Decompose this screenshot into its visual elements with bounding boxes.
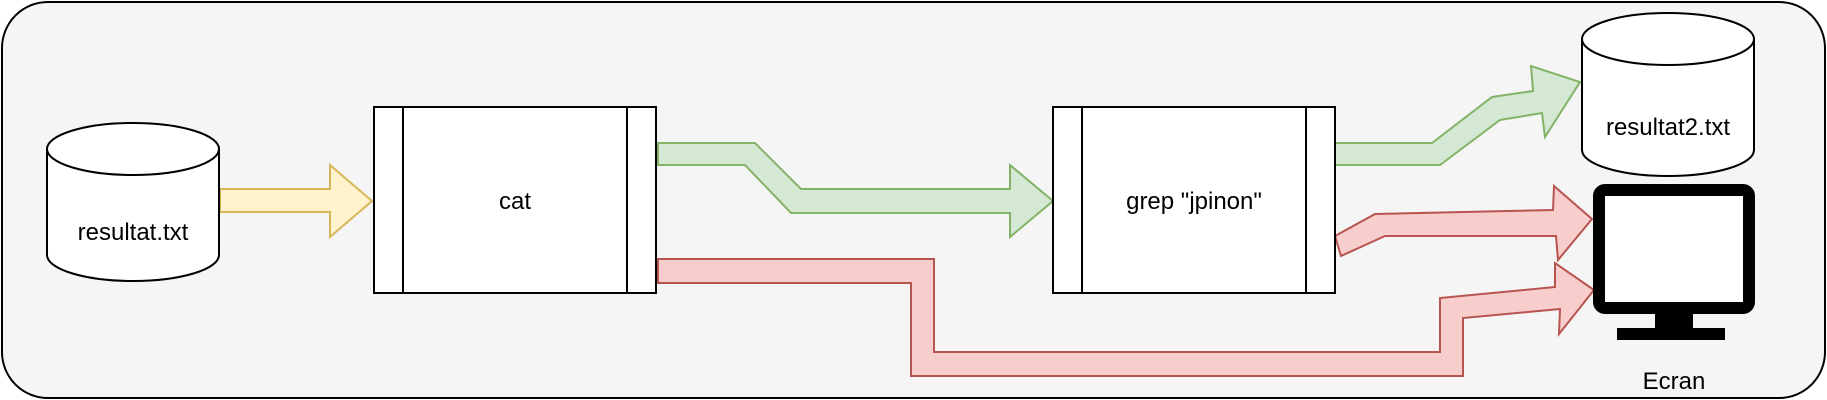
cat-process-node: cat (373, 106, 657, 294)
cylinder-top (1581, 12, 1755, 66)
grep-process-label: grep "jpinon" (1126, 188, 1262, 215)
input-file-label: resultat.txt (78, 219, 189, 246)
database-cylinder-icon (1581, 39, 1755, 177)
monitor-icon (1593, 184, 1755, 340)
cat-to-grep-arrow (657, 142, 1055, 240)
screen-node: Ecran (1593, 184, 1755, 395)
cat-process-box (373, 106, 657, 294)
grep-process-node: grep "jpinon" (1052, 106, 1336, 294)
cat-to-screen-arrow (657, 258, 1596, 377)
grep-to-output-arrow (1334, 64, 1582, 166)
cylinder-top (46, 122, 220, 176)
screen-label: Ecran (1643, 368, 1706, 395)
output-file-label: resultat2.txt (1606, 114, 1730, 141)
database-cylinder-icon (46, 149, 220, 282)
grep-process-box (1052, 106, 1336, 294)
input-file-node: resultat.txt (46, 122, 220, 282)
input-arrow (219, 162, 374, 240)
cat-process-label: cat (499, 188, 531, 215)
grep-to-screen-arrow (1333, 183, 1594, 263)
output-file-node: resultat2.txt (1581, 12, 1755, 177)
